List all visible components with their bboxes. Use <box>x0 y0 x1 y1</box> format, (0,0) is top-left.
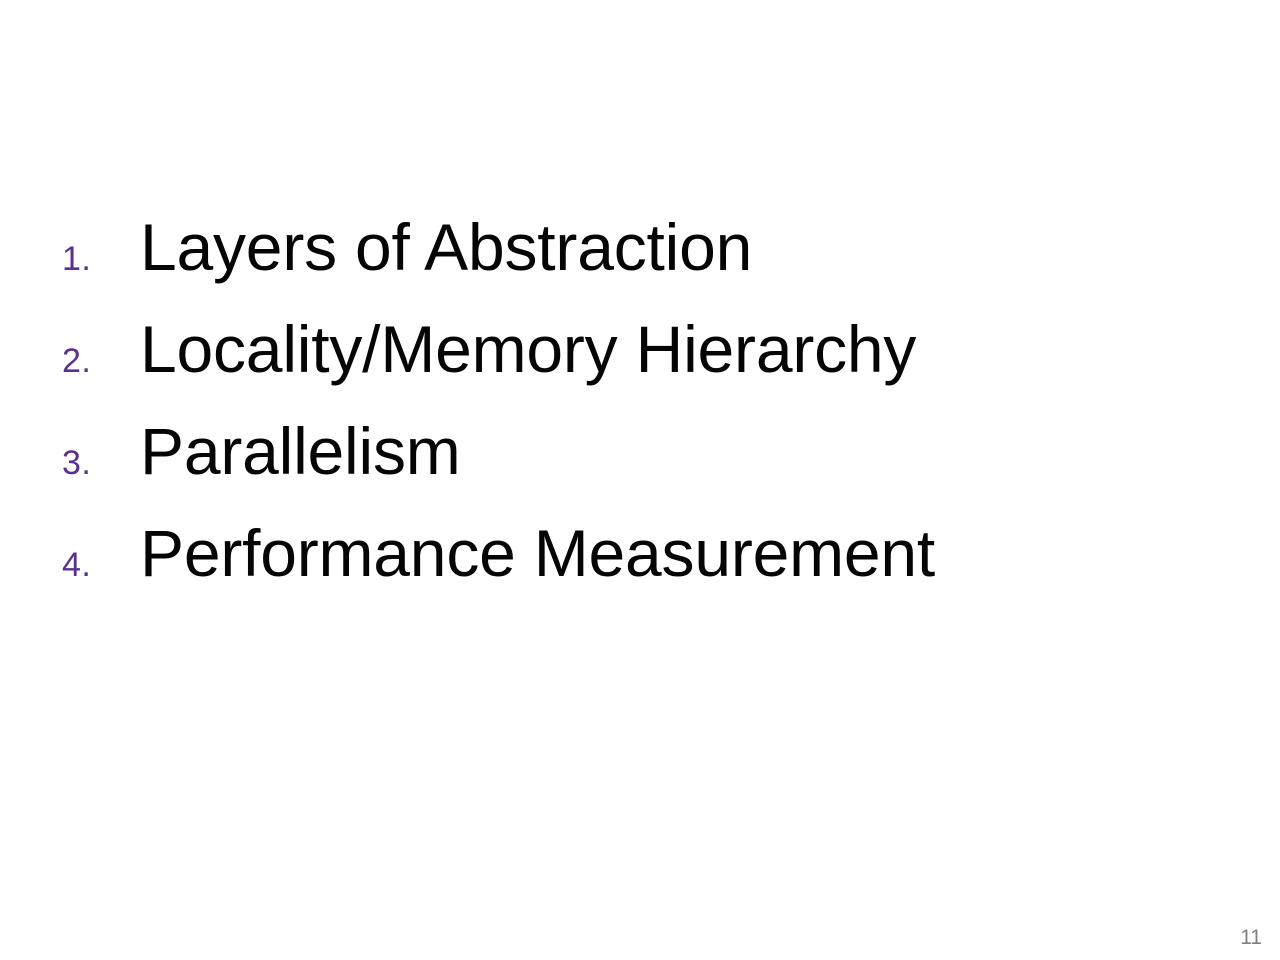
list-marker-1: 1. <box>62 240 92 278</box>
list-item[interactable]: 2. Locality/Memory Hierarchy <box>62 298 1182 400</box>
list-item-label-3: Parallelism <box>140 414 461 488</box>
list-item-label-4: Performance Measurement <box>140 516 936 590</box>
slide-content-body: 1. Layers of Abstraction 2. Locality/Mem… <box>62 196 1182 604</box>
list-marker-3: 3. <box>62 444 92 482</box>
list-marker-2: 2. <box>62 342 92 380</box>
list-item[interactable]: 1. Layers of Abstraction <box>62 196 1182 298</box>
numbered-list: 1. Layers of Abstraction 2. Locality/Mem… <box>62 196 1182 604</box>
page-number: 11 <box>1240 926 1262 949</box>
list-item-label-1: Layers of Abstraction <box>140 210 753 284</box>
list-item-label-2: Locality/Memory Hierarchy <box>140 312 917 386</box>
list-marker-4: 4. <box>62 546 92 584</box>
list-item[interactable]: 3. Parallelism <box>62 400 1182 502</box>
list-item[interactable]: 4. Performance Measurement <box>62 502 1182 604</box>
